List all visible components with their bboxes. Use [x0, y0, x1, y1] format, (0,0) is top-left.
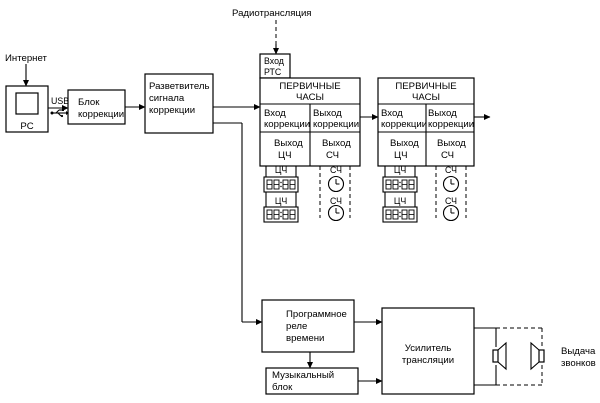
speaker-icon — [530, 341, 545, 371]
internet-label: Интернет — [5, 53, 47, 64]
svg-text:Музыкальный: Музыкальный — [272, 370, 334, 381]
bell-output-label: звонков — [561, 358, 596, 369]
rtc-input: Вход РТС — [259, 53, 291, 79]
svg-text:блок: блок — [272, 382, 293, 393]
svg-text:СЧ: СЧ — [330, 196, 342, 206]
svg-text:Вход: Вход — [264, 56, 284, 66]
svg-text:ЦЧ: ЦЧ — [275, 165, 288, 175]
svg-text:ЧАСЫ: ЧАСЫ — [296, 92, 324, 103]
svg-text:ЦЧ: ЦЧ — [278, 150, 292, 161]
svg-text:СЧ: СЧ — [326, 150, 339, 161]
svg-text:СЧ: СЧ — [441, 150, 454, 161]
svg-text:Блок: Блок — [78, 97, 100, 108]
correction-block: Блок коррекции — [67, 89, 126, 125]
svg-text:Выход: Выход — [313, 108, 342, 119]
svg-text:коррекции: коррекции — [313, 119, 359, 130]
svg-text:коррекции: коррекции — [149, 105, 195, 116]
svg-text:Вход: Вход — [381, 108, 403, 119]
svg-text:Выход: Выход — [437, 138, 466, 149]
svg-text:реле: реле — [286, 321, 307, 332]
analog-clock-icon — [442, 175, 460, 193]
svg-text:ЦЧ: ЦЧ — [394, 165, 407, 175]
speaker-icon — [492, 341, 507, 371]
usb-label: USB — [51, 96, 69, 106]
secondary-devices — [263, 175, 460, 223]
svg-text:ЦЧ: ЦЧ — [394, 150, 408, 161]
digital-clock-icon — [263, 206, 299, 223]
svg-text:коррекции: коррекции — [78, 109, 124, 120]
svg-text:Усилитель: Усилитель — [405, 343, 451, 354]
svg-text:ЧАСЫ: ЧАСЫ — [412, 92, 440, 103]
svg-text:ПЕРВИЧНЫЕ: ПЕРВИЧНЫЕ — [395, 81, 456, 92]
svg-text:Программное: Программное — [286, 309, 347, 320]
svg-text:Разветвитель: Разветвитель — [149, 81, 209, 92]
usb-icon — [50, 109, 69, 118]
digital-clock-icon — [382, 206, 418, 223]
pc-computer: PC — [5, 85, 49, 133]
primary-clock-2: ПЕРВИЧНЫЕ ЧАСЫ Вход коррекции Выход корр… — [377, 77, 475, 167]
clock1-analog-clocks: СЧ СЧ — [319, 165, 351, 218]
music-block: Музыкальный блок — [265, 367, 359, 395]
svg-text:Выход: Выход — [390, 138, 419, 149]
digital-clock-icon — [382, 176, 418, 193]
svg-text:Вход: Вход — [264, 108, 286, 119]
pc-label: PC — [20, 121, 33, 132]
program-relay: Программное реле времени — [261, 299, 355, 353]
signal-splitter: Разветвитель сигнала коррекции — [144, 73, 214, 134]
primary-clock-1: ПЕРВИЧНЫЕ ЧАСЫ Вход коррекции Выход корр… — [259, 77, 361, 167]
svg-text:Выход: Выход — [428, 108, 457, 119]
svg-text:сигнала: сигнала — [149, 93, 185, 104]
svg-text:СЧ: СЧ — [445, 165, 457, 175]
svg-text:ЦЧ: ЦЧ — [394, 196, 407, 206]
svg-text:коррекции: коррекции — [381, 119, 427, 130]
analog-clock-icon — [442, 204, 460, 222]
svg-text:времени: времени — [286, 333, 324, 344]
svg-text:ЦЧ: ЦЧ — [275, 196, 288, 206]
analog-clock-icon — [327, 175, 345, 193]
analog-clock-icon — [327, 204, 345, 222]
svg-text:СЧ: СЧ — [330, 165, 342, 175]
svg-text:Выход: Выход — [322, 138, 351, 149]
svg-text:коррекции: коррекции — [264, 119, 310, 130]
svg-text:РТС: РТС — [264, 67, 282, 77]
bell-output-label: Выдача — [561, 346, 596, 357]
radio-label: Радиотрансляция — [232, 8, 312, 19]
svg-text:коррекции: коррекции — [428, 119, 474, 130]
clock2-analog-clocks: СЧ СЧ — [435, 165, 467, 218]
svg-text:трансляции: трансляции — [402, 355, 454, 366]
broadcast-amplifier: Усилитель трансляции — [381, 307, 475, 395]
svg-text:СЧ: СЧ — [445, 196, 457, 206]
svg-text:ПЕРВИЧНЫЕ: ПЕРВИЧНЫЕ — [279, 81, 340, 92]
digital-clock-icon — [263, 176, 299, 193]
svg-text:Выход: Выход — [274, 138, 303, 149]
